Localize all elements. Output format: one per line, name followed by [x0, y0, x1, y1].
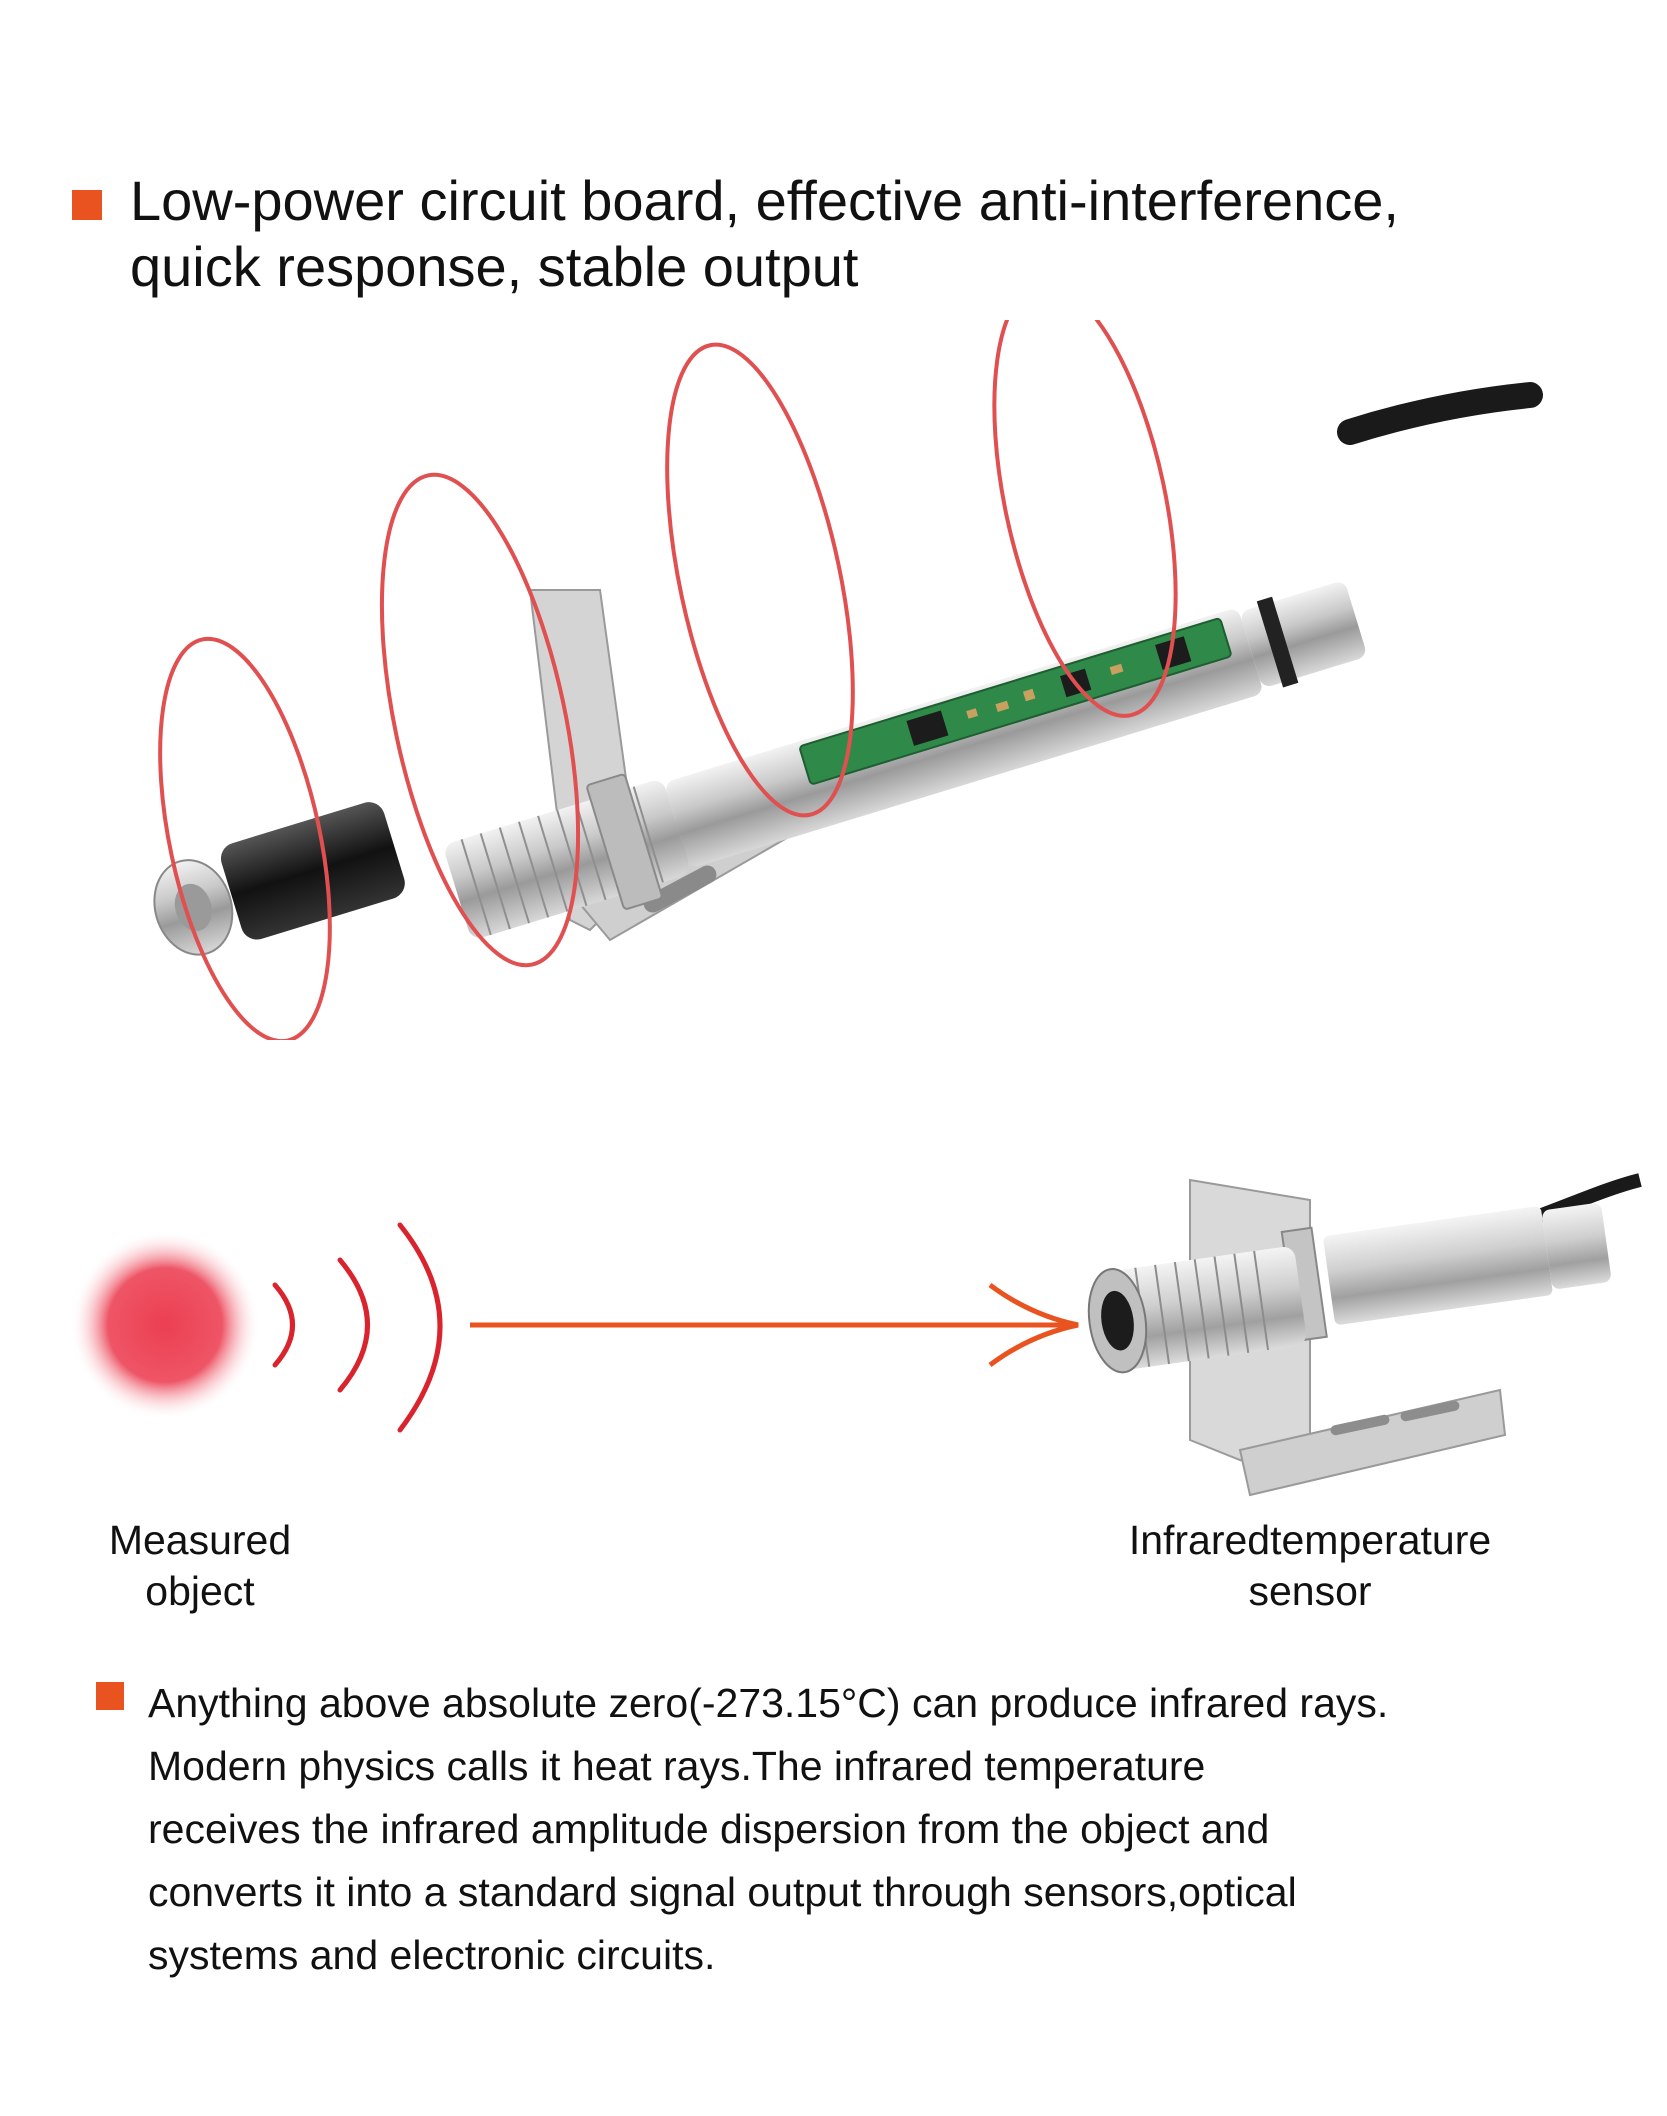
- description-paragraph: Anything above absolute zero(-273.15°C) …: [96, 1672, 1636, 1987]
- heading-text: Low-power circuit board, effective anti-…: [130, 169, 1399, 298]
- orange-square-icon: [96, 1682, 124, 1710]
- cable-gland: [1241, 582, 1366, 687]
- cable: [1337, 382, 1543, 445]
- infrared-sensor-product: [1087, 1173, 1642, 1497]
- infrared-waves-icon: [272, 1222, 443, 1433]
- orange-square-icon: [72, 190, 102, 220]
- interference-rings: [158, 320, 1178, 1040]
- measured-object-label: Measured object: [108, 1517, 292, 1614]
- circuit-board: [799, 617, 1232, 785]
- sensor-exploded-illustration: [153, 320, 1543, 1040]
- arrow-icon: [470, 1282, 1079, 1368]
- sensor-label: Infraredtemperature sensor: [1128, 1517, 1492, 1614]
- paragraph-text: Anything above absolute zero(-273.15°C) …: [148, 1680, 1389, 1978]
- lens-housing: [220, 802, 405, 940]
- measured-object-icon: [70, 1230, 260, 1420]
- feature-heading: Low-power circuit board, effective anti-…: [72, 168, 1632, 300]
- rear-nut: [586, 773, 663, 910]
- measurement-diagram: [70, 1173, 1642, 1497]
